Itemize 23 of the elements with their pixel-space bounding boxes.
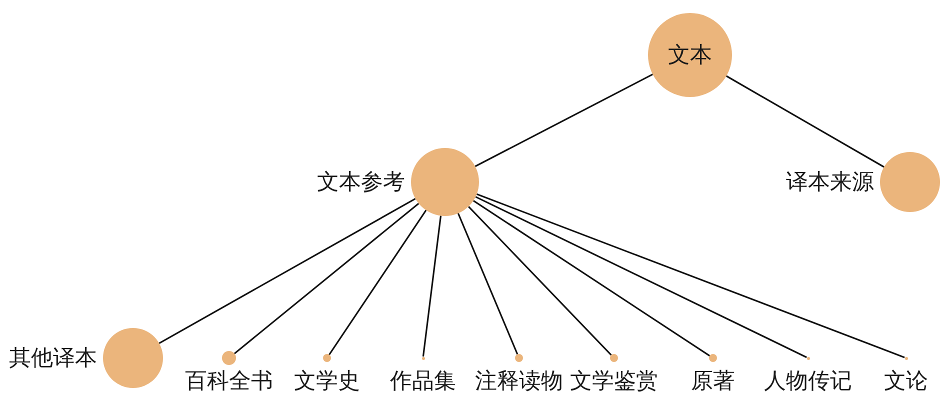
connector-line <box>457 213 518 355</box>
node-label: 文本 <box>668 42 712 68</box>
node-label: 原著 <box>691 368 735 394</box>
node-label: 作品集 <box>390 368 456 394</box>
node-label: 其他译本 <box>9 345 97 371</box>
connector-line <box>474 74 654 168</box>
node-label: 百科全书 <box>185 368 273 394</box>
connector-line <box>475 196 807 358</box>
node-label: 人物传记 <box>764 368 852 394</box>
node-label: 译本来源 <box>786 169 874 195</box>
connector-line <box>472 200 710 356</box>
node-label: 文论 <box>884 368 928 394</box>
connector-line <box>422 216 442 357</box>
node-label: 文本参考 <box>317 169 405 195</box>
connector-line <box>726 75 884 168</box>
connector-line <box>158 198 416 344</box>
node-label: 注释读物 <box>475 368 563 394</box>
connector-line <box>234 202 420 354</box>
connector-line <box>476 193 905 358</box>
connector-line <box>328 210 427 356</box>
connector-line <box>468 206 612 356</box>
node-label: 文学史 <box>294 368 360 394</box>
node-label: 文学鉴赏 <box>570 368 658 394</box>
